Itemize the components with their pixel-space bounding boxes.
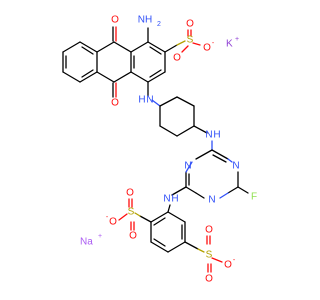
oxygen-middle-2: O xyxy=(129,231,137,242)
oxygen-middle-minus: O xyxy=(109,217,117,228)
triazine-n-3: N xyxy=(184,161,191,172)
oxygen-top-1: O xyxy=(186,19,194,30)
carbonyl-oxygen-bottom: O xyxy=(111,98,119,109)
molecule-drawing: NH 2 O O S O O - O K + H N N H N N N F N… xyxy=(62,15,257,285)
oxygen-bottom-minus: O xyxy=(224,260,232,271)
sodium-ion: Na xyxy=(80,237,93,248)
oxygen-top-minus: O xyxy=(203,43,211,54)
amino-sulfonate-group xyxy=(147,27,201,53)
charge-top: - xyxy=(212,40,215,47)
oxygen-bottom-2: O xyxy=(205,274,213,285)
triazine-n-1: N xyxy=(232,161,239,172)
nh-label-3-n: N xyxy=(163,194,170,205)
atom-labels: NH 2 O O S O O - O K + H N N H N N N F N… xyxy=(80,15,257,285)
nh-label-2-n: N xyxy=(205,130,212,141)
charge-middle: - xyxy=(106,214,109,221)
disulfonate-benzene xyxy=(118,198,223,273)
sodium-charge: + xyxy=(98,233,102,240)
oxygen-bottom-1: O xyxy=(205,225,213,236)
potassium-charge: + xyxy=(235,36,239,43)
fluorine: F xyxy=(251,192,257,203)
triazine-n-2: N xyxy=(208,195,215,206)
oxygen-middle-1: O xyxy=(126,188,134,199)
carbonyl-oxygen-top: O xyxy=(111,15,119,26)
charge-bottom: - xyxy=(233,257,236,264)
triazine-ring xyxy=(171,149,249,199)
molecule-structure: NH 2 O O S O O - O K + H N N H N N N F N… xyxy=(62,15,257,285)
anthraquinone-core xyxy=(62,26,166,98)
amine-subscript: 2 xyxy=(157,21,161,28)
cyclohexyl-linker xyxy=(147,81,213,151)
sulfur-bottom: S xyxy=(206,250,213,261)
nh-label-2-h: H xyxy=(213,130,220,141)
nh-label-3-h: H xyxy=(171,194,178,205)
sulfur-top: S xyxy=(187,35,194,46)
sulfur-middle: S xyxy=(128,207,135,218)
nh-label-1-n: N xyxy=(146,95,153,106)
potassium-ion: K xyxy=(226,39,233,50)
nh-label-1-h: H xyxy=(138,95,145,106)
amine-label: NH xyxy=(138,15,152,26)
oxygen-top-2: O xyxy=(173,53,181,64)
